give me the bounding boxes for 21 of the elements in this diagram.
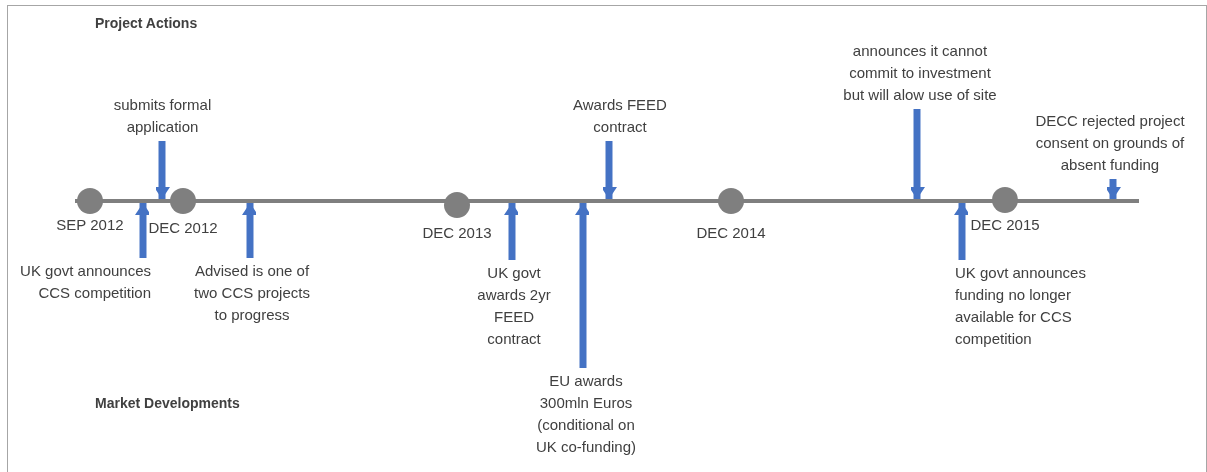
- date-label: DEC 2012: [147, 218, 219, 238]
- milestone-dot: [444, 192, 470, 218]
- date-label: SEP 2012: [55, 215, 125, 235]
- section-heading: Market Developments: [95, 394, 240, 413]
- milestone-dot: [992, 187, 1018, 213]
- event-text: DECC rejected project consent on grounds of absent funding: [1022, 110, 1198, 176]
- event-text: submits formal application: [95, 94, 230, 138]
- event-text: UK govt announces funding no longer available for CCS competition: [955, 262, 1125, 350]
- date-label: DEC 2013: [421, 223, 493, 243]
- section-heading: Project Actions: [95, 14, 198, 33]
- event-text: UK govt awards 2yr FEED contract: [474, 262, 554, 350]
- date-label: DEC 2015: [969, 215, 1041, 235]
- milestone-dot: [170, 188, 196, 214]
- date-label: DEC 2014: [695, 223, 767, 243]
- milestone-dot: [718, 188, 744, 214]
- event-text: Advised is one of two CCS projects to progress: [192, 260, 312, 326]
- event-text: announces it cannot commit to investment but will alow use of site: [840, 40, 1000, 106]
- event-text: Awards FEED contract: [550, 94, 690, 138]
- milestone-dot: [77, 188, 103, 214]
- event-text: UK govt announces CCS competition: [15, 260, 151, 304]
- event-text: EU awards 300mln Euros (conditional on UK co-funding): [526, 370, 646, 458]
